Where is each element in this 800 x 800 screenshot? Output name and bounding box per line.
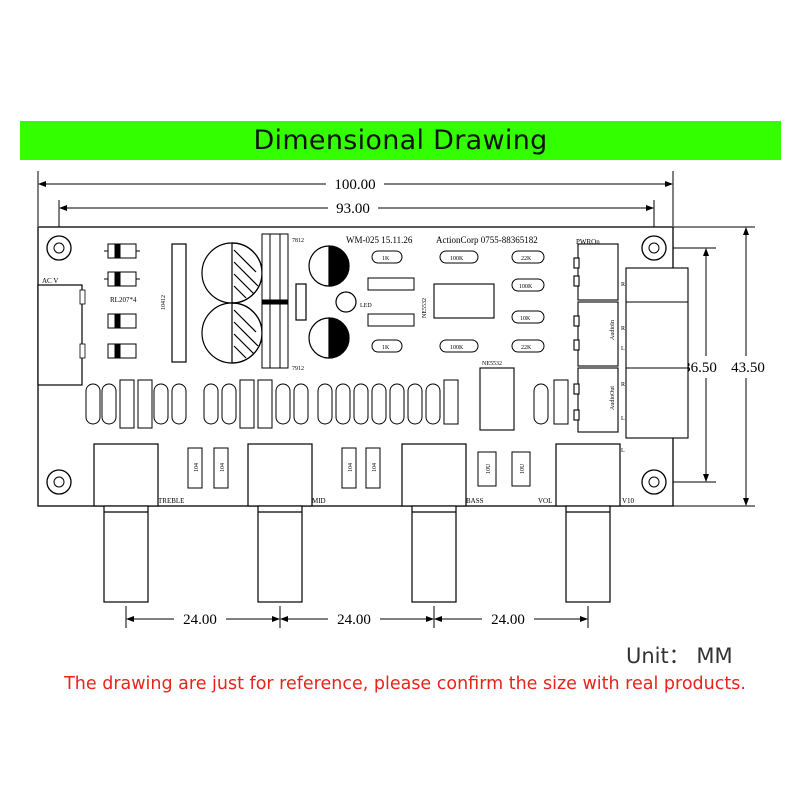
audio-connectors — [573, 243, 689, 439]
disclaimer-note: The drawing are just for reference, plea… — [64, 674, 746, 694]
resistor-label: 100K — [519, 284, 533, 290]
cap-label: 10U — [486, 463, 492, 474]
pin-label: R — [621, 282, 625, 288]
pot-label: BASS — [466, 497, 484, 505]
coupling-capacitors — [187, 447, 531, 489]
audio-out-label: AudioOut — [610, 386, 616, 410]
small-capacitors — [295, 245, 357, 359]
resistor-label: 22K — [521, 256, 532, 262]
ac-input-label: AC V — [42, 277, 58, 285]
pin-label: L — [621, 416, 625, 422]
resistor-label: 22K — [521, 345, 532, 351]
dimension-hole-spacing-label: 93.00 — [336, 201, 370, 217]
cap-label: 104 — [372, 463, 378, 472]
cap-label: 10U — [520, 463, 526, 474]
dimension-hole-vertical: 36.50 — [672, 247, 717, 483]
dimension-hole-vertical-label: 36.50 — [683, 360, 717, 376]
dimension-pot-spacing-label: 24.00 — [337, 612, 371, 628]
audio-in-label: AudioIn — [610, 320, 616, 340]
mounting-hole-icon — [641, 469, 667, 495]
pin-label: L — [621, 448, 625, 454]
mounting-hole-icon — [641, 235, 667, 261]
resistor-label: 1K — [382, 256, 390, 262]
resistor-label: 100K — [450, 345, 464, 351]
cap-label: 104 — [220, 463, 226, 472]
mounting-hole-icon — [46, 235, 72, 261]
pot-label: V10 — [622, 497, 635, 505]
pot-label: TREBLE — [158, 497, 184, 505]
chip-label: NE5532 — [482, 361, 502, 367]
regulator-label-1: 7812 — [292, 238, 304, 244]
opamp-chips — [433, 283, 515, 431]
resistor-label: 100K — [450, 256, 464, 262]
dimension-overall-width-label: 100.00 — [334, 177, 375, 193]
power-on-label: PWROn — [576, 238, 600, 246]
dimension-pot-spacing-label: 24.00 — [183, 612, 217, 628]
potentiometer-bass — [401, 443, 467, 603]
pot-label: MID — [312, 497, 326, 505]
led-label: LED — [360, 303, 372, 309]
rectifier-label: RL207*4 — [110, 296, 137, 304]
dimension-pot-spacing-label: 24.00 — [491, 612, 525, 628]
dimension-overall-height-label: 43.50 — [731, 360, 765, 376]
dimension-hole-spacing: 93.00 — [58, 199, 655, 232]
unit-label: Unit： MM — [626, 644, 733, 668]
regulator-label-2: 7912 — [292, 366, 304, 372]
potentiometer-volume — [555, 443, 621, 603]
board-maker-label: ActionCorp 0755-88365182 — [436, 235, 538, 245]
mounting-hole-icon — [46, 469, 72, 495]
rectifier-diodes — [104, 243, 140, 359]
resistor-label: 10K — [520, 316, 531, 322]
filter-capacitors — [171, 242, 263, 364]
potentiometer-mid — [247, 443, 313, 603]
dimension-pot-spacing — [125, 606, 589, 628]
pot-label: VOL — [538, 497, 552, 505]
potentiometer-treble — [93, 443, 159, 603]
board-model-label: WM-025 15.11.26 — [346, 235, 413, 245]
dimension-overall-height: 43.50 — [673, 226, 765, 507]
pin-label: L — [621, 346, 625, 352]
cap-label: 104 — [194, 463, 200, 472]
title-banner: Dimensional Drawing — [20, 121, 781, 160]
page-title: Dimensional Drawing — [253, 125, 548, 156]
cap-label: 104 — [348, 463, 354, 472]
cap-label: 10412 — [161, 295, 167, 310]
voltage-regulators — [261, 233, 289, 369]
ac-input-terminal: AC V — [37, 277, 86, 386]
resistor-label: 1K — [382, 345, 390, 351]
resistor-row — [85, 379, 569, 429]
chip-label: NE5532 — [422, 298, 428, 318]
pin-label: R — [621, 382, 625, 388]
pin-label: R — [621, 326, 625, 332]
resistors-top — [367, 250, 545, 353]
dimension-overall-width: 100.00 — [37, 171, 674, 226]
